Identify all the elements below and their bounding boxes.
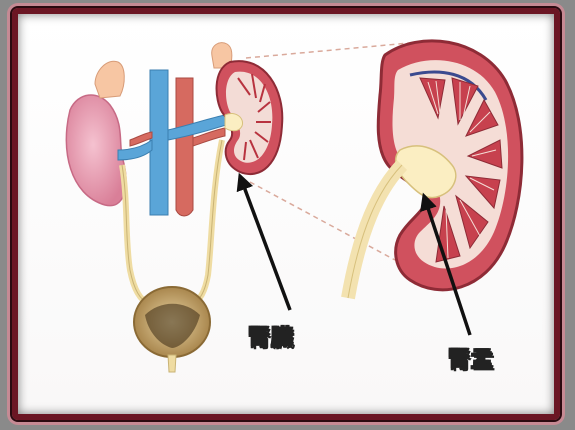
vena-cava [150,70,168,215]
bladder [134,287,210,372]
aorta [176,78,193,216]
left-kidney [66,61,126,205]
renal-pelvis-label: 腎盂 [448,342,494,374]
blood-vessels [118,70,226,216]
kidney-cross-section [348,41,522,298]
kidney-arrow [240,176,290,310]
ureters [122,140,222,305]
kidney-label: 腎臓 [248,320,294,352]
left-adrenal-gland [95,61,124,98]
